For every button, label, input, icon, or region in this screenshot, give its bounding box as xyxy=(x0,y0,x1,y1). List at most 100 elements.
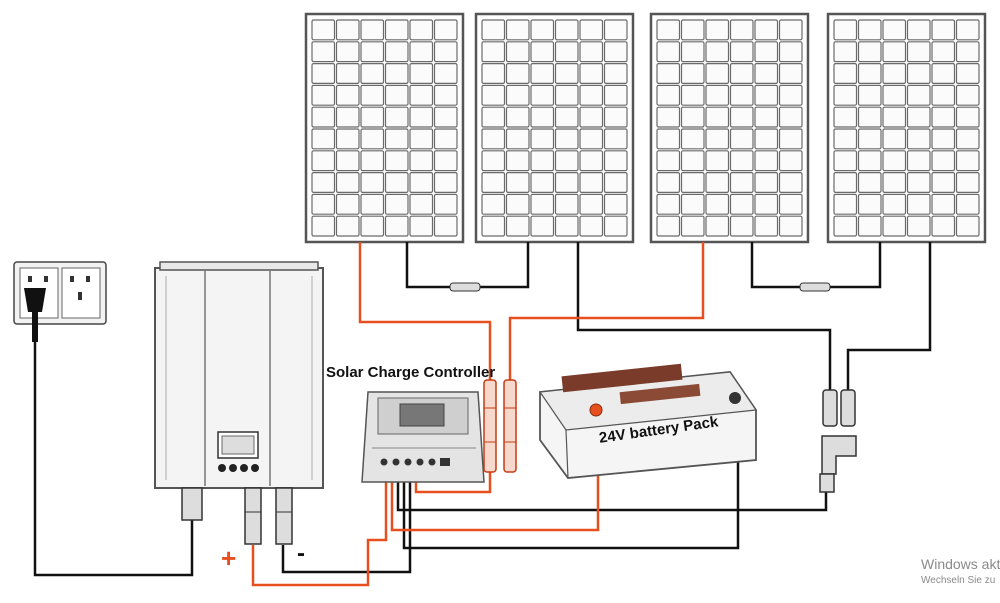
panel-cell xyxy=(705,62,730,84)
panel-cell xyxy=(857,106,882,128)
panel-cell xyxy=(656,172,681,194)
inverter-negative-wire xyxy=(281,472,412,574)
panel-cell xyxy=(955,41,980,63)
panel-cell xyxy=(505,150,530,172)
panel-cell xyxy=(311,128,336,150)
panel-cell xyxy=(579,172,604,194)
panel-cell xyxy=(530,41,555,63)
panel-cell xyxy=(656,215,681,237)
panel-cell xyxy=(680,19,705,41)
panel-cell xyxy=(311,41,336,63)
panel-cell xyxy=(505,41,530,63)
panel-cell xyxy=(778,128,803,150)
panel-cell xyxy=(530,128,555,150)
panel-cell xyxy=(656,150,681,172)
panel-cell xyxy=(311,106,336,128)
panel-cell xyxy=(579,106,604,128)
panel-cell xyxy=(335,172,360,194)
panel-cell xyxy=(754,215,779,237)
panel-cell xyxy=(311,150,336,172)
panel-cell xyxy=(311,19,336,41)
panel-cell xyxy=(384,193,409,215)
panel-cell xyxy=(579,62,604,84)
panel-cell xyxy=(505,193,530,215)
panel-cell xyxy=(656,193,681,215)
panel-cell xyxy=(955,172,980,194)
panel-cell xyxy=(754,172,779,194)
panel-cell xyxy=(705,128,730,150)
panel-cell xyxy=(579,19,604,41)
panel-cell xyxy=(729,172,754,194)
panel4-to-branch-wire xyxy=(846,242,932,390)
panel-cell xyxy=(906,106,931,128)
panel-cell xyxy=(530,62,555,84)
panel1-positive-wire xyxy=(358,242,492,380)
panel-cell xyxy=(729,193,754,215)
panel-cell xyxy=(680,172,705,194)
panel-cell xyxy=(433,19,458,41)
solar-panel-3 xyxy=(649,12,810,244)
panel-cell xyxy=(603,106,628,128)
panel-cell xyxy=(311,215,336,237)
fuse-holder-icon xyxy=(483,379,517,473)
panel-cell xyxy=(955,106,980,128)
panel-cell xyxy=(656,19,681,41)
panel-cell xyxy=(433,62,458,84)
panel-cell xyxy=(603,62,628,84)
panel-cell xyxy=(481,215,506,237)
panel-cell xyxy=(656,84,681,106)
panel-cell xyxy=(481,41,506,63)
panel-cell xyxy=(384,106,409,128)
solar-panel-4 xyxy=(826,12,987,244)
panel-cell xyxy=(335,62,360,84)
panel-cell xyxy=(882,62,907,84)
panel-cell xyxy=(906,41,931,63)
panel-cell xyxy=(505,84,530,106)
panel-cell xyxy=(882,172,907,194)
panel-cell xyxy=(680,106,705,128)
panel-cell xyxy=(729,41,754,63)
panel-cell xyxy=(579,84,604,106)
panel-cell xyxy=(729,106,754,128)
panel-cell xyxy=(409,62,434,84)
panel1-panel2-series-wire xyxy=(405,242,530,289)
panel-cell xyxy=(906,19,931,41)
panel-cell xyxy=(335,150,360,172)
panel-cell xyxy=(384,128,409,150)
panel-cell xyxy=(311,62,336,84)
panel-cell xyxy=(729,128,754,150)
panel-cell xyxy=(554,128,579,150)
panel-cell xyxy=(955,193,980,215)
panel-cell xyxy=(754,193,779,215)
panel-cell xyxy=(906,84,931,106)
panel-cell xyxy=(857,150,882,172)
panel-cell xyxy=(931,41,956,63)
panel-cell xyxy=(505,128,530,150)
panel-cell xyxy=(481,84,506,106)
panel-cell xyxy=(833,215,858,237)
panel-cell xyxy=(433,150,458,172)
panel3-panel4-series-wire xyxy=(750,242,882,289)
panel-cell xyxy=(579,128,604,150)
panel-cell xyxy=(481,193,506,215)
panel-cell xyxy=(882,150,907,172)
panel-cell xyxy=(481,128,506,150)
panel-cell xyxy=(729,150,754,172)
panel-cell xyxy=(433,215,458,237)
panel-cell xyxy=(705,19,730,41)
panel-cell xyxy=(857,19,882,41)
panel-cell xyxy=(906,62,931,84)
panel-cell xyxy=(530,172,555,194)
panel-cell xyxy=(656,128,681,150)
panel-cell xyxy=(481,19,506,41)
panel-cell xyxy=(680,41,705,63)
panel-cell xyxy=(481,150,506,172)
panel-cell xyxy=(754,128,779,150)
panel-cell xyxy=(729,84,754,106)
panel-cell xyxy=(857,84,882,106)
panel-cell xyxy=(360,19,385,41)
panel-cell xyxy=(409,150,434,172)
panel-cell xyxy=(754,84,779,106)
panel-cell xyxy=(778,84,803,106)
panel-cell xyxy=(335,84,360,106)
